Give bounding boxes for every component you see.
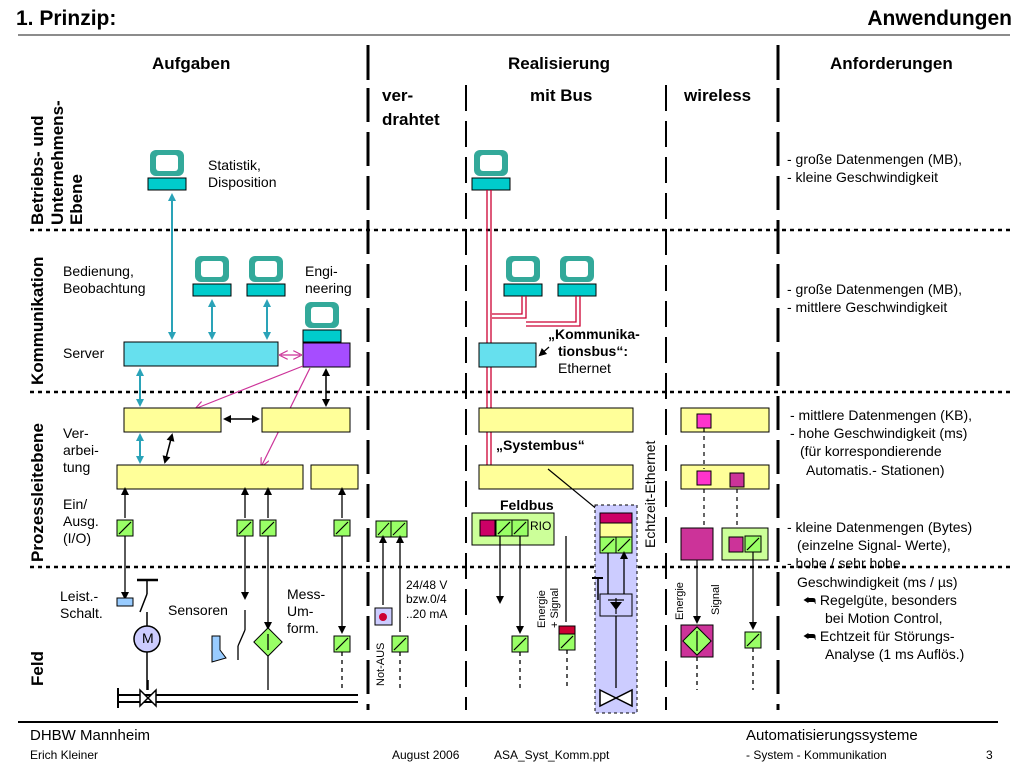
slide-title: 1. Prinzip: bbox=[16, 7, 117, 30]
label-echtzeit-ethernet: Echtzeit-Ethernet bbox=[642, 440, 658, 548]
column-header-aufgaben: Aufgaben bbox=[152, 54, 231, 73]
label-systembus: „Systembus“ bbox=[496, 437, 585, 453]
label-ein-ausgabe: Ein/Ausg.(I/O) bbox=[63, 496, 99, 546]
footer-author: Erich Kleiner bbox=[30, 748, 99, 762]
processing-box-3 bbox=[116, 464, 304, 490]
subheader-mit-bus: mit Bus bbox=[530, 86, 593, 105]
io-box-1 bbox=[116, 519, 134, 537]
column-header-realisierung: Realisierung bbox=[508, 54, 611, 73]
valve-icon bbox=[139, 688, 157, 708]
engineering-box bbox=[302, 342, 351, 368]
io-box-2 bbox=[236, 519, 254, 537]
label-messumformer: Mess-Um-form. bbox=[287, 586, 326, 636]
label-energie-signal: Energie+ Signal bbox=[536, 587, 562, 628]
column-separators bbox=[366, 45, 780, 710]
processing-box-1 bbox=[123, 407, 222, 433]
io-box-field bbox=[333, 635, 351, 653]
monitor-bedienung-1 bbox=[192, 255, 232, 297]
processing-box-2 bbox=[261, 407, 351, 433]
monitor-bus-1 bbox=[503, 255, 543, 297]
requirements-prozessleit: - mittlere Datenmengen (KB),- hohe Gesch… bbox=[790, 407, 973, 478]
label-server: Server bbox=[63, 345, 105, 361]
requirements-betrieb: - große Datenmengen (MB),- kleine Geschw… bbox=[787, 151, 963, 186]
io-box-bus-field bbox=[511, 635, 529, 653]
valve-icon-bus bbox=[599, 688, 633, 708]
subheader-verdrahtet-2: drahtet bbox=[382, 110, 440, 129]
requirements-kommunikation: - große Datenmengen (MB),- mittlere Gesc… bbox=[787, 281, 963, 316]
server-box-bus bbox=[478, 342, 537, 368]
label-leistungsschalter: Leist.-Schalt. bbox=[60, 588, 103, 621]
requirements-feld: - kleine Datenmengen (Bytes) (einzelne S… bbox=[787, 519, 973, 663]
footer-course: Automatisierungssysteme bbox=[746, 727, 918, 744]
level-label-betrieb: Betriebs- und Unternehmens- Ebene bbox=[28, 100, 87, 225]
io-box-3 bbox=[259, 519, 277, 537]
subheader-wireless: wireless bbox=[684, 86, 752, 105]
monitor-bedienung-2 bbox=[246, 255, 286, 297]
label-verarbeitung: Ver-arbei-tung bbox=[63, 425, 99, 475]
footer-org: DHBW Mannheim bbox=[30, 727, 151, 744]
label-rio: RIO bbox=[530, 519, 552, 533]
label-engineering: Engi-neering bbox=[305, 263, 352, 296]
processing-box-wireless-1 bbox=[680, 407, 770, 433]
monitor-bus-2 bbox=[557, 255, 597, 297]
io-box-bus-field-2 bbox=[558, 633, 576, 651]
label-kommunikationsbus: „Kommunika-tionsbus“:Ethernet bbox=[548, 326, 640, 376]
slide-section-title: Anwendungen bbox=[867, 7, 1012, 30]
io-box-wired bbox=[391, 635, 409, 653]
io-box-4 bbox=[333, 519, 351, 537]
label-sensoren: Sensoren bbox=[168, 602, 228, 618]
monitor-bus-top bbox=[471, 149, 511, 191]
label-wireless-signal: Signal bbox=[710, 584, 722, 615]
sensor-icon bbox=[211, 635, 227, 663]
page-number: 3 bbox=[986, 748, 993, 762]
processing-box-bus-1 bbox=[478, 407, 634, 433]
processing-box-bus-2 bbox=[478, 464, 634, 490]
footer-date: August 2006 bbox=[392, 748, 460, 762]
column-header-anforderungen: Anforderungen bbox=[830, 54, 953, 73]
processing-box-wireless-2 bbox=[680, 464, 770, 490]
label-statistik: Statistik,Disposition bbox=[208, 157, 277, 190]
level-label-feld: Feld bbox=[28, 651, 47, 686]
contactor-icon bbox=[116, 597, 134, 607]
label-wireless-energie: Energie bbox=[674, 582, 686, 620]
server-box bbox=[123, 341, 279, 367]
footer-file: ASA_Syst_Komm.ppt bbox=[494, 748, 610, 762]
label-feldbus: Feldbus bbox=[500, 497, 554, 513]
subheader-verdrahtet-1: ver- bbox=[382, 86, 414, 105]
processing-box-4 bbox=[310, 464, 359, 490]
io-box-wireless-field bbox=[744, 631, 762, 649]
monitor-engineering bbox=[302, 301, 342, 343]
level-label-kommunikation: Kommunikation bbox=[28, 256, 47, 385]
wireless-node bbox=[680, 527, 714, 561]
level-label-prozessleit: Prozessleitebene bbox=[28, 423, 47, 562]
footer-course-sub: - System - Kommunikation bbox=[746, 748, 887, 762]
motor-label: M bbox=[142, 630, 154, 646]
label-bedienung: Bedienung,Beobachtung bbox=[63, 263, 146, 296]
arrow-bullet-icon: ⮪ bbox=[803, 591, 817, 608]
monitor-statistik bbox=[147, 149, 187, 191]
arrow-bullet-icon: ⮪ bbox=[803, 628, 817, 645]
label-not-aus: Not-AUS bbox=[375, 642, 387, 686]
